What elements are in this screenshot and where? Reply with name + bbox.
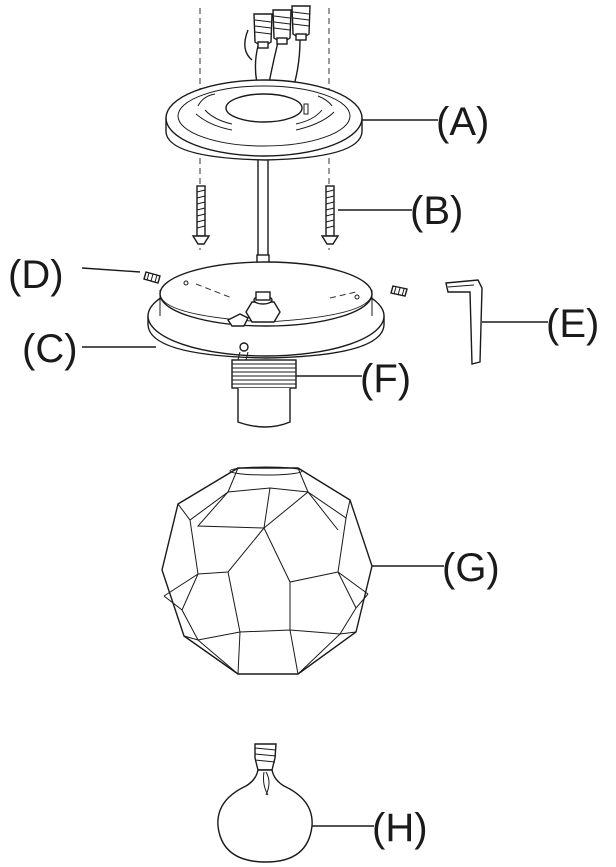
label-e: (E) xyxy=(546,302,599,346)
shade-holder-ring xyxy=(147,261,385,359)
label-f: (F) xyxy=(360,357,411,401)
mounting-screw-left xyxy=(191,185,211,245)
label-c: (C) xyxy=(22,327,78,371)
label-g: (G) xyxy=(442,546,500,590)
hex-key xyxy=(445,279,483,365)
label-a: (A) xyxy=(436,100,489,144)
leader-d xyxy=(81,267,141,273)
canopy-plate xyxy=(165,79,363,161)
globe-bulb xyxy=(217,743,313,863)
label-h: (H) xyxy=(372,806,428,850)
label-d: (D) xyxy=(8,253,64,297)
set-screw-left xyxy=(143,271,161,284)
wire-nuts xyxy=(244,5,311,151)
mounting-screw-right xyxy=(320,185,340,245)
socket xyxy=(231,342,297,428)
set-screw-right xyxy=(390,285,408,297)
label-b: (B) xyxy=(410,189,463,233)
faceted-glass-shade xyxy=(161,466,373,675)
